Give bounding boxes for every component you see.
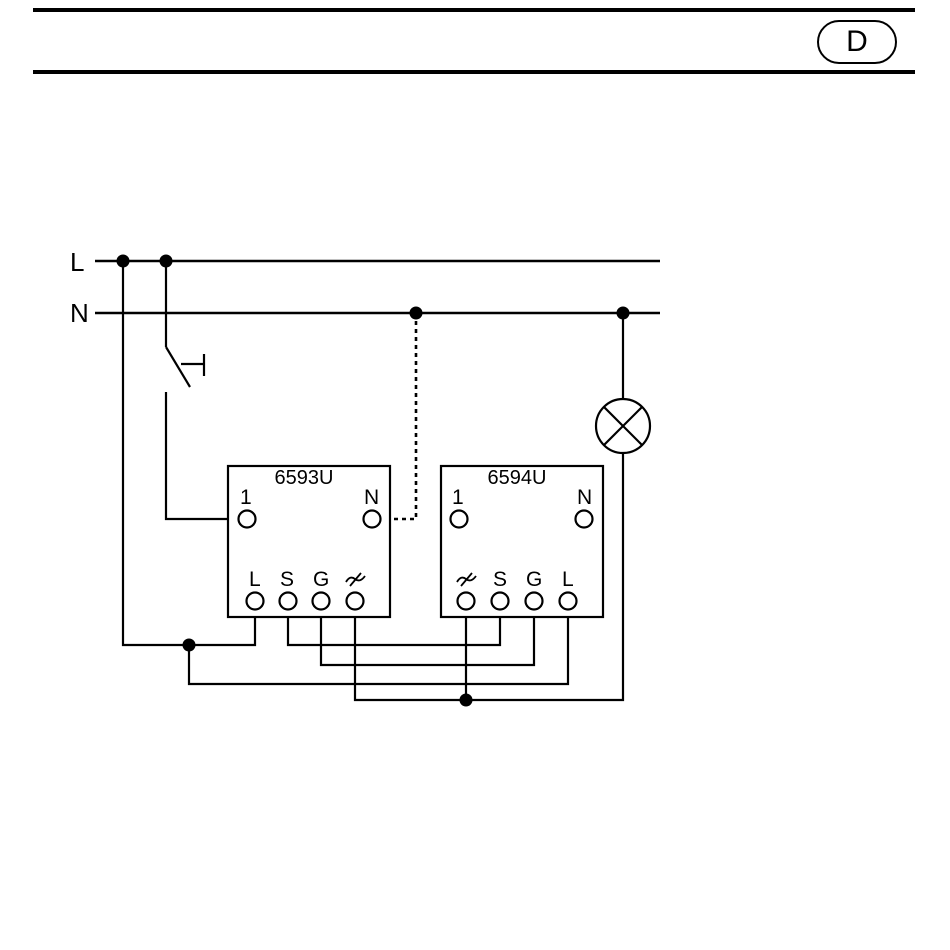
unit-6594u-terminal-dimmer — [458, 593, 475, 610]
lamp-icon — [596, 399, 650, 453]
junction-dot — [410, 307, 423, 320]
unit-6594u: 6594U 1 N S G L — [441, 466, 603, 617]
unit-6593u-terminal-l — [247, 593, 264, 610]
junction-dot — [460, 694, 473, 707]
unit-6594u-terminal-l — [560, 593, 577, 610]
bus-label-neutral: N — [70, 298, 89, 328]
unit-6593u-label-n: N — [364, 486, 379, 509]
unit-6594u-terminal-n — [576, 511, 593, 528]
language-badge: D — [818, 21, 896, 63]
bus-label-line: L — [70, 247, 84, 277]
junction-dot — [617, 307, 630, 320]
unit-6594u-label-l: L — [562, 568, 574, 591]
unit-6594u-model: 6594U — [488, 467, 547, 489]
unit-6594u-label-g: G — [526, 568, 542, 591]
junction-dot — [183, 639, 196, 652]
unit-6593u-label-s: S — [280, 568, 294, 591]
unit-6593u: 6593U 1 N L S G — [228, 466, 390, 617]
unit-6593u-label-g: G — [313, 568, 329, 591]
junction-dot — [117, 255, 130, 268]
unit-6593u-terminal-g — [313, 593, 330, 610]
unit-6593u-label-l: L — [249, 568, 261, 591]
language-badge-label: D — [846, 25, 868, 58]
unit-6594u-label-n: N — [577, 486, 592, 509]
unit-6594u-terminal-g — [526, 593, 543, 610]
unit-6594u-label-s: S — [493, 568, 507, 591]
unit-6594u-terminal-1 — [451, 511, 468, 528]
unit-6594u-terminal-s — [492, 593, 509, 610]
unit-6593u-terminal-s — [280, 593, 297, 610]
unit-6593u-label-1: 1 — [240, 486, 252, 509]
unit-6593u-terminal-n — [364, 511, 381, 528]
junction-dot — [160, 255, 173, 268]
unit-6593u-model: 6593U — [275, 467, 334, 489]
pushbutton-switch-icon — [166, 347, 204, 387]
unit-6593u-terminal-1 — [239, 511, 256, 528]
unit-6594u-label-1: 1 — [452, 486, 464, 509]
unit-6593u-terminal-dimmer — [347, 593, 364, 610]
